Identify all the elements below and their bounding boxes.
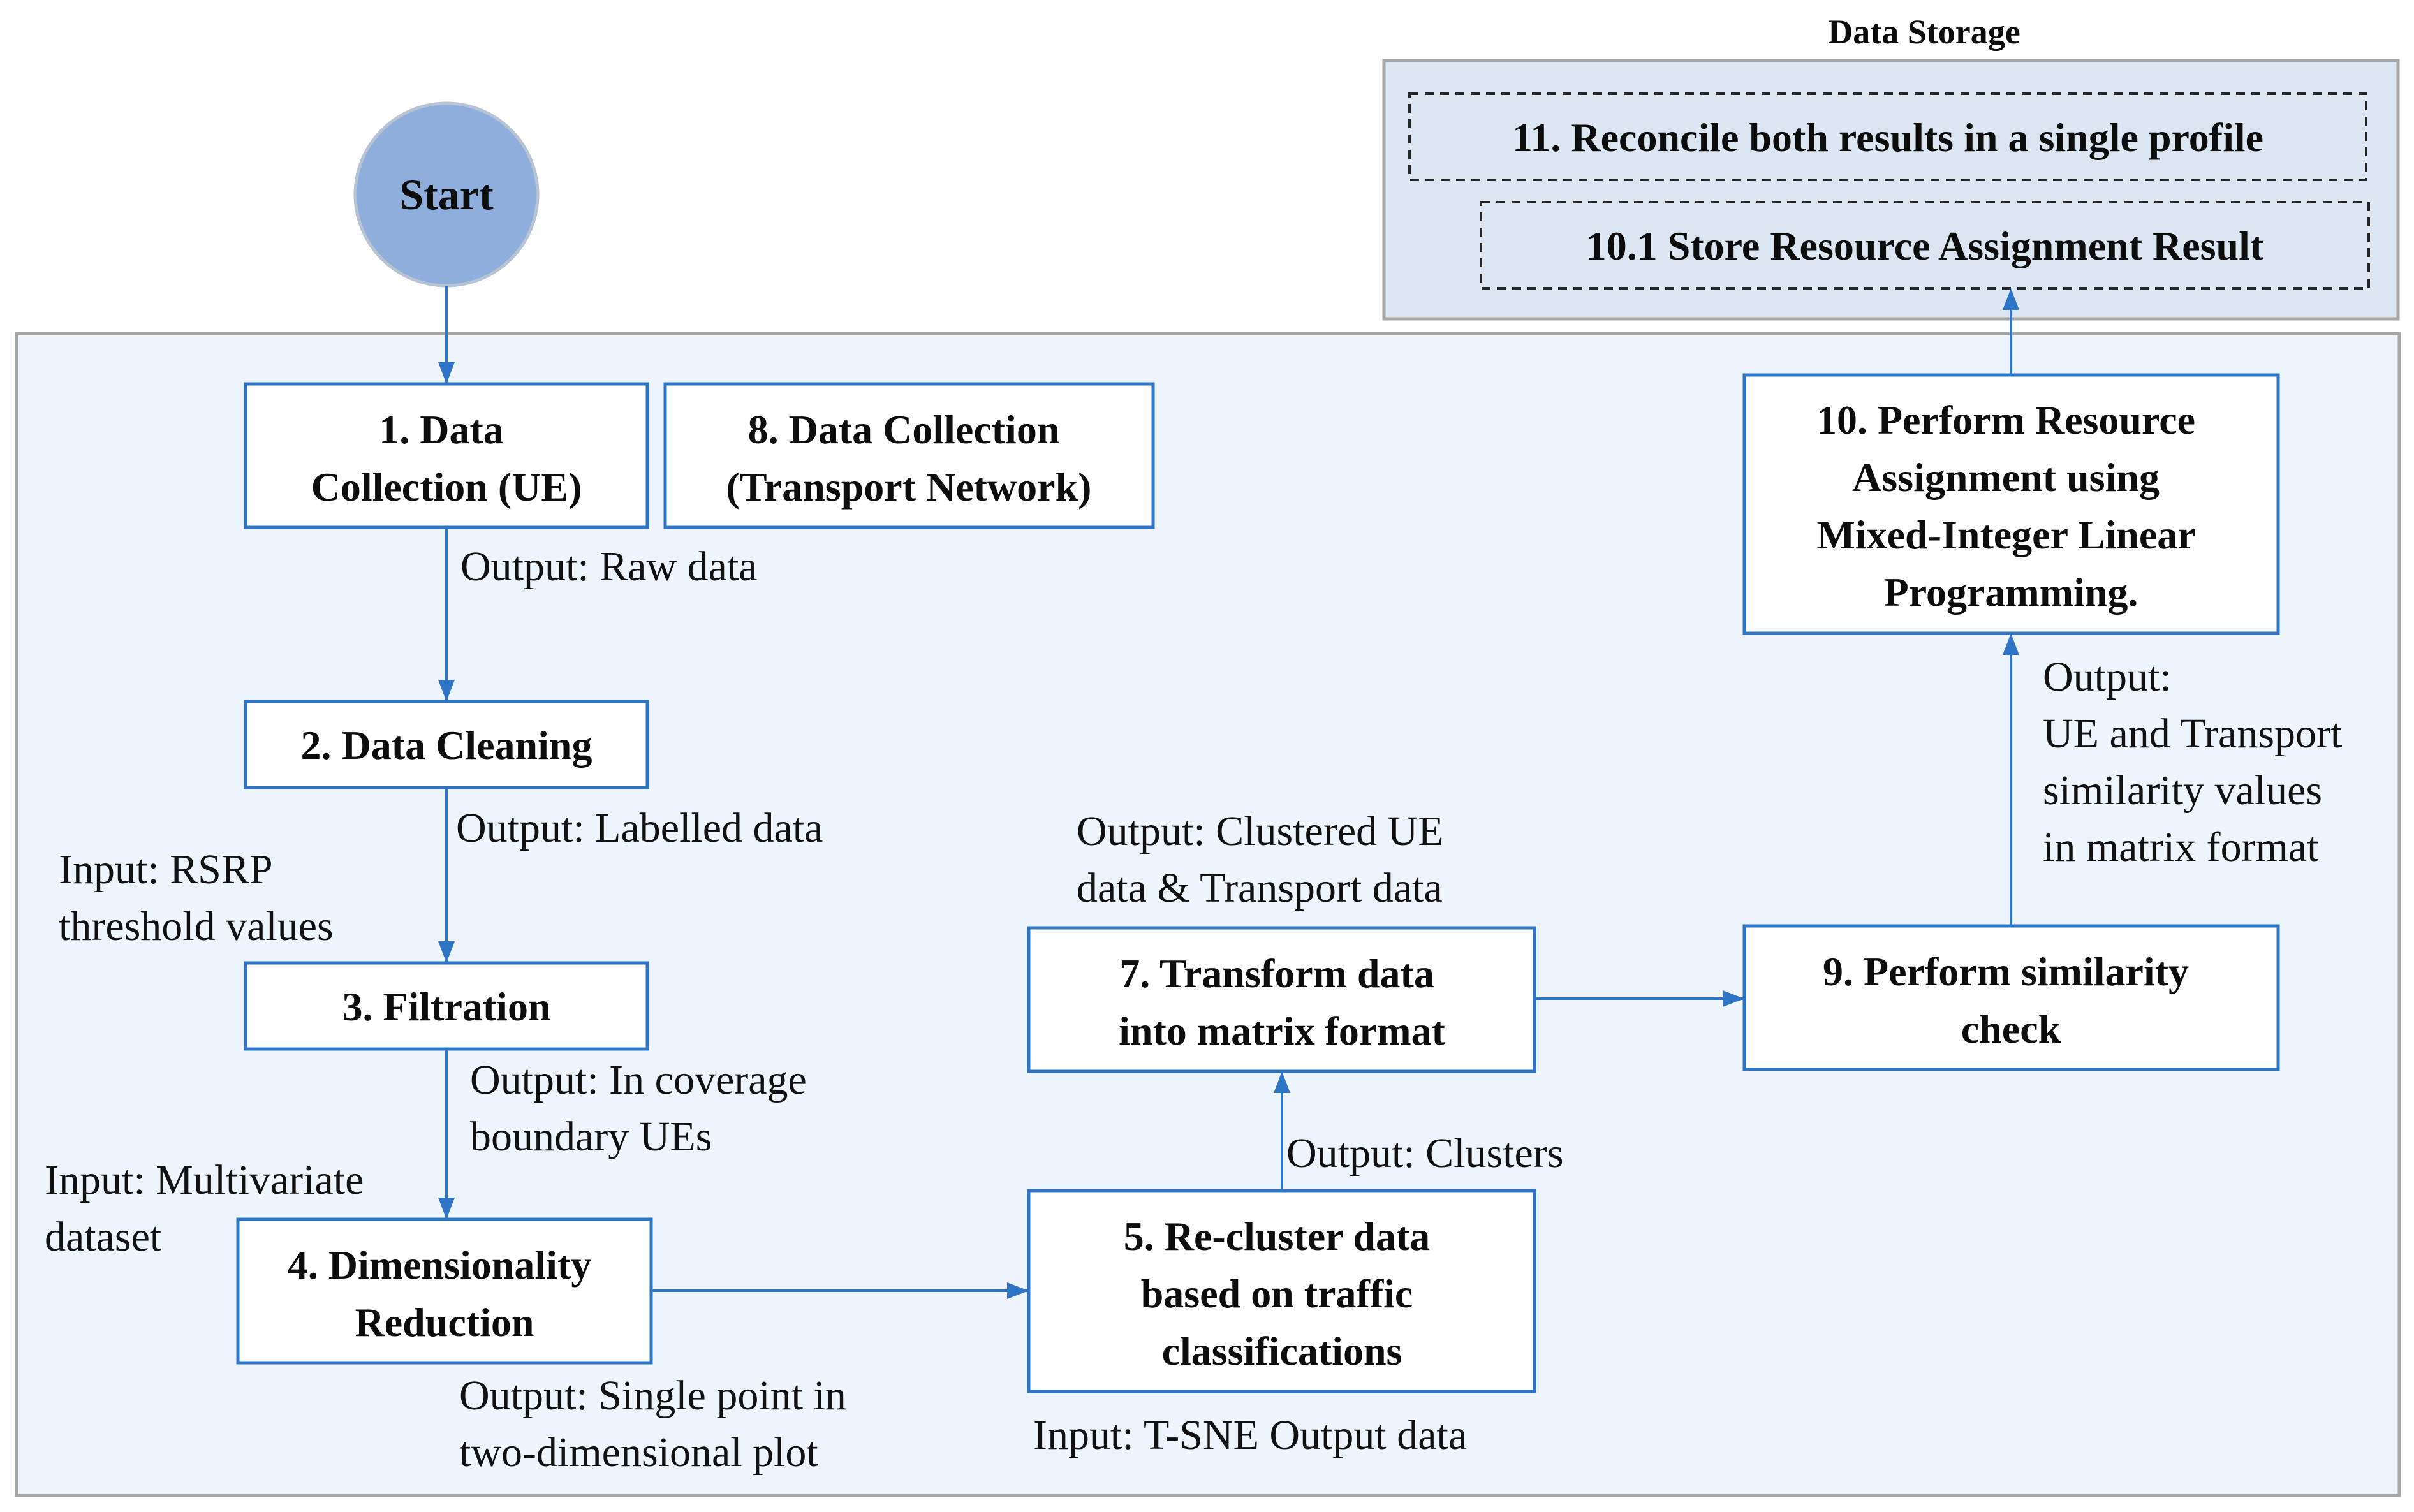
step-10-label: 10. Perform Resource Assignment using Mi… [1816,397,2205,615]
step-2-line: 2. Data Cleaning [301,723,592,768]
start-label: Start [399,170,494,219]
step-7-label: 7. Transform data into matrix format [1119,951,1446,1053]
note-output-clustered: Output: Clustered UE data & Transport da… [1077,808,1454,911]
step-10-1-box [1480,201,2370,290]
step-9: 9. Perform similarity check [1742,924,2280,1071]
note-line: Output: Single point in [459,1372,846,1419]
step-9-label: 9. Perform similarity check [1823,949,2199,1052]
note-line: Output: Clusters [1286,1130,1564,1177]
step-3-label: 3. Filtration [342,984,550,1029]
step-11-box [1408,92,2367,181]
step-4-label: 4. Dimensionality Reduction [288,1242,601,1345]
note-input-tsne: Input: T-SNE Output data [1033,1412,1467,1458]
step-2: 2. Data Cleaning [244,700,649,789]
note-output-similarity: Output: UE and Transport similarity valu… [2043,654,2353,870]
step-3-line: 3. Filtration [342,984,550,1029]
step-10-box [1742,373,2280,635]
step-8-label: 8. Data Collection (Transport Network) [726,407,1092,510]
step-7-box [1027,926,1536,1073]
note-output-raw-data: Output: Raw data [460,543,758,590]
note-line: similarity values [2043,767,2322,814]
step-4-box [236,1217,653,1365]
note-line: Output: Raw data [460,543,758,590]
step-3-box [244,961,649,1051]
step-10-line: Programming. [1884,569,2138,615]
step-11-label: 11. Reconcile both results in a single p… [1512,115,2263,160]
step-8-box [663,382,1155,529]
note-input-multivariate: Input: Multivariate dataset [45,1157,374,1260]
step-9-line: check [1961,1006,2061,1052]
note-output-coverage: Output: In coverage boundary UEs [470,1057,817,1160]
step-10-line: Assignment using [1852,455,2160,500]
step-5-line: classifications [1162,1328,1402,1374]
step-1-label: 1. Data Collection (UE) [311,407,582,510]
note-line: Output: Labelled data [456,805,823,851]
note-line: boundary UEs [470,1113,712,1160]
note-line: Output: In coverage [470,1057,807,1103]
note-line: in matrix format [2043,824,2319,870]
step-10-line: 10. Perform Resource [1816,397,2195,443]
step-3: 3. Filtration [244,961,649,1051]
step-9-line: 9. Perform similarity [1823,949,2189,994]
step-8-line: (Transport Network) [726,464,1092,510]
step-8: 8. Data Collection (Transport Network) [663,382,1155,529]
step-4: 4. Dimensionality Reduction [236,1217,653,1365]
step-5-label: 5. Re-cluster data based on traffic clas… [1124,1214,1441,1374]
step-4-line: 4. Dimensionality [288,1242,591,1288]
note-output-labelled-data: Output: Labelled data [456,805,823,851]
step-10-1-label: 10.1 Store Resource Assignment Result [1586,223,2264,268]
step-5-line: based on traffic [1141,1271,1413,1316]
step-1-line: Collection (UE) [311,464,582,510]
note-line: Output: Clustered UE [1077,808,1444,855]
note-line: UE and Transport [2043,710,2342,757]
step-7-line: 7. Transform data [1119,951,1434,996]
data-storage-title: Data Storage [1828,13,2020,51]
step-8-line: 8. Data Collection [748,407,1060,452]
note-line: Output: [2043,654,2172,700]
step-7: 7. Transform data into matrix format [1027,926,1536,1073]
note-line: two-dimensional plot [459,1429,818,1476]
step-5-box [1027,1189,1536,1393]
note-line: Input: T-SNE Output data [1033,1412,1467,1458]
note-line: Input: RSRP [59,846,272,893]
step-1: 1. Data Collection (UE) [244,382,649,529]
note-input-rsrp: Input: RSRP threshold values [59,846,334,950]
step-7-line: into matrix format [1119,1008,1446,1053]
step-1-line: 1. Data [379,407,504,452]
step-4-line: Reduction [355,1300,534,1345]
note-line: Input: Multivariate [45,1157,364,1203]
step-10: 10. Perform Resource Assignment using Mi… [1742,373,2280,635]
step-1-box [244,382,649,529]
note-line: data & Transport data [1077,865,1443,911]
step-5: 5. Re-cluster data based on traffic clas… [1027,1189,1536,1393]
note-line: dataset [45,1214,161,1260]
note-output-single-point: Output: Single point in two-dimensional … [459,1372,857,1476]
step-5-line: 5. Re-cluster data [1124,1214,1431,1259]
step-2-label: 2. Data Cleaning [301,723,592,768]
step-10-line: Mixed-Integer Linear [1816,512,2195,557]
note-line: threshold values [59,903,334,950]
step-9-box [1742,924,2280,1071]
note-output-clusters: Output: Clusters [1286,1130,1564,1177]
